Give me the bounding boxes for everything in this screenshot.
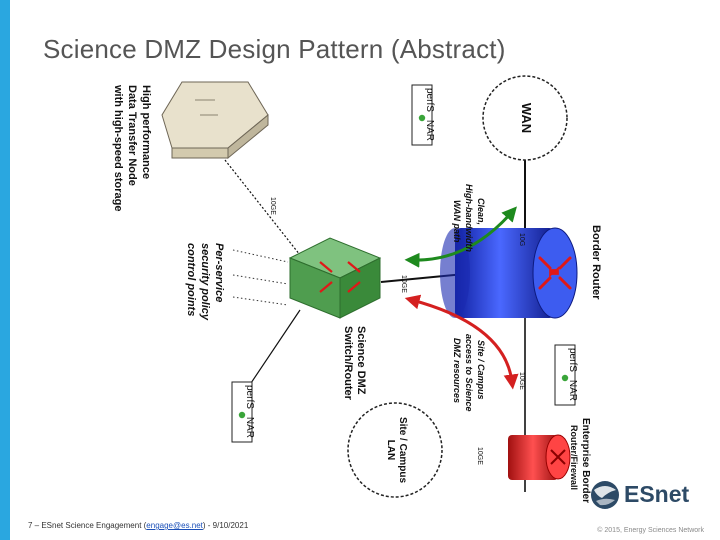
wan-label: WAN xyxy=(519,103,534,133)
access-label-line1: Site / Campus xyxy=(476,340,486,400)
clean-label-line2: High-bandwidth xyxy=(464,184,474,252)
policy-label-line1: Per-service xyxy=(213,243,225,302)
perfsonar-enterprise-pre: perfS xyxy=(567,348,578,372)
enterprise-label-line2: Router/Firewall xyxy=(569,425,579,490)
perfsonar-dmz-pre: perfS xyxy=(244,385,255,409)
dmz-link-speed: 10GE xyxy=(400,275,407,293)
enterprise-link-speed: 10GE xyxy=(518,372,525,390)
svg-text:perfSNAR: perfS NAR xyxy=(567,348,578,401)
enterprise-router-icon xyxy=(508,434,571,480)
logo-text: ESnet xyxy=(624,481,690,507)
svg-text:perfSNAR: perfS NAR xyxy=(244,385,255,438)
policy-dotted-line-3 xyxy=(232,296,289,306)
clean-path-arrow xyxy=(404,206,517,268)
dtn-link-speed: 10GE xyxy=(269,197,276,215)
clean-label-line3: WAN path xyxy=(452,200,462,243)
footer-email-link[interactable]: engage@es.net xyxy=(146,521,203,530)
perfsonar-wan-pre: perfS xyxy=(424,88,435,112)
footer-copyright: © 2015, Energy Sciences Network xyxy=(597,527,704,534)
policy-dotted-line-2 xyxy=(232,274,289,285)
perfsonar-enterprise-post: NAR xyxy=(567,380,578,401)
dmz-label-line1: Science DMZ xyxy=(355,326,367,395)
esnet-logo: ESnet xyxy=(588,478,708,514)
access-label-line2: access to Science xyxy=(464,334,474,412)
policy-label-line2: security policy xyxy=(199,243,211,321)
dmz-label-line2: Switch/Router xyxy=(342,326,354,401)
policy-dotted-line-1 xyxy=(232,249,289,263)
dtn-label-line1: High performance xyxy=(140,85,152,179)
dtn-label-line3: with high-speed storage xyxy=(112,84,124,212)
policy-label-line3: control points xyxy=(185,243,197,316)
lan-cloud-icon: Site / Campus LAN xyxy=(347,402,443,498)
wan-link-speed: 10G xyxy=(518,233,525,246)
perfsonar-wan-post: NAR xyxy=(424,120,435,141)
dtn-to-dmz-link xyxy=(224,159,301,256)
accent-bar xyxy=(0,0,10,540)
border-router-label: Border Router xyxy=(590,225,602,300)
perfsonar-icon: perfS NAR xyxy=(411,84,435,146)
slide-title: Science DMZ Design Pattern (Abstract) xyxy=(43,34,506,64)
footer-suffix: ) - 9/10/2021 xyxy=(202,521,249,530)
dtn-label-line2: Data Transfer Node xyxy=(126,85,138,186)
footer-citation: 7 – ESnet Science Engagement (engage@es.… xyxy=(28,521,248,530)
perfsonar-icon: perfS NAR xyxy=(554,344,578,406)
lan-link-speed: 10GE xyxy=(476,447,483,465)
lan-label-line2: LAN xyxy=(385,440,396,461)
access-label-line3: DMZ resources xyxy=(452,338,462,403)
clean-label-line1: Clean, xyxy=(476,198,486,225)
site-access-arrow xyxy=(404,294,519,390)
dmz-switch-icon xyxy=(288,237,382,319)
dmz-to-perfsonar-link xyxy=(244,309,301,393)
esnet-globe-icon xyxy=(591,481,619,509)
dtn-server-icon xyxy=(161,81,269,160)
perfsonar-icon: perfS NAR xyxy=(231,381,255,443)
svg-text:perfSNAR: perfS NAR xyxy=(424,88,435,141)
footer-prefix: 7 – ESnet Science Engagement ( xyxy=(28,521,147,530)
perfsonar-dmz-post: NAR xyxy=(244,417,255,438)
enterprise-label-line1: Enterprise Border xyxy=(580,418,591,503)
lan-label-line1: Site / Campus xyxy=(397,417,408,484)
wan-cloud-icon: WAN xyxy=(482,75,568,161)
